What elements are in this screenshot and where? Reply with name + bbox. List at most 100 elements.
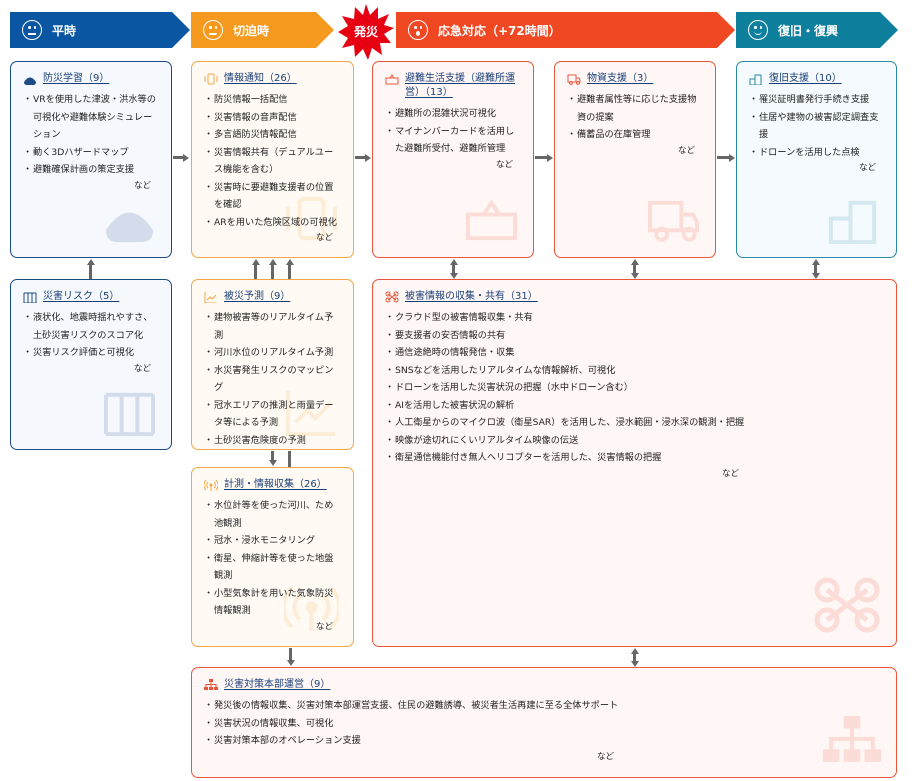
phase-label: 切迫時 <box>233 23 270 38</box>
card-item-list: 液状化、地震時揺れやすさ、土砂災害リスクのスコア化災害リスク評価と可視化 <box>23 309 159 362</box>
list-item: 防災情報一括配信 <box>204 91 341 109</box>
list-item: 土砂災害危険度の予測 <box>204 432 341 450</box>
list-item: 備蓄品の在庫管理 <box>567 126 703 144</box>
list-item: 多言語防災情報配信 <box>204 126 341 144</box>
list-item: 映像が途切れにくいリアルタイム映像の伝送 <box>385 432 884 450</box>
card-item-list: VRを使用した津波・洪水等の可視化や避難体験シミュレーション動く3Dハザードマッ… <box>23 91 159 179</box>
list-item: 災害時に要避難支援者の位置を確認 <box>204 179 341 214</box>
list-item: 要支援者の安否情報の共有 <box>385 327 884 345</box>
list-item: 避難者属性等に応じた支援物資の提案 <box>567 91 703 126</box>
phase-label: 復旧・復興 <box>778 23 839 38</box>
starburst-icon <box>338 4 394 60</box>
card-title-link[interactable]: 災害リスク（5） <box>43 291 120 302</box>
more-label: など <box>858 163 876 173</box>
buildings-icon <box>749 74 762 85</box>
truck-icon <box>567 74 581 85</box>
card-title-link[interactable]: 物資支援（3） <box>587 73 654 84</box>
phase-recovery: 復旧・復興 <box>736 12 880 48</box>
list-item: ARを用いた危険区域の可視化 <box>204 214 341 232</box>
list-item: 冠水・浸水モニタリング <box>204 532 341 550</box>
phase-emergency: 応急対応（+72時間） <box>396 12 717 48</box>
card-damage-prediction: 被災予測（9） 建物被害等のリアルタイム予測河川水位のリアルタイム予測水災害発生リ… <box>191 279 354 450</box>
phase-arrow <box>880 12 898 48</box>
card-item-list: クラウド型の被害情報収集・共有要支援者の安否情報の共有通信途絶時の情報発信・収集… <box>385 309 884 467</box>
more-label: など <box>133 363 151 374</box>
more-label: など <box>721 468 739 479</box>
school-building-icon <box>385 74 399 85</box>
line-chart-icon <box>204 292 217 303</box>
card-hq-operation: 災害対策本部運営（9） 発災後の情報収集、災害対策本部運営支援、住民の避難誘導、被… <box>191 667 897 778</box>
phase-imminent: 切迫時 <box>191 12 316 48</box>
card-title-link[interactable]: 計測・情報収集（26） <box>224 479 327 490</box>
antenna-icon <box>204 479 218 491</box>
list-item: 建物被害等のリアルタイム予測 <box>204 309 341 344</box>
list-item: 災害情報共有（デュアルユース機能を含む） <box>204 144 341 179</box>
list-item: 冠水エリアの推測と雨量データ等による予測 <box>204 397 341 432</box>
list-item: VRを使用した津波・洪水等の可視化や避難体験シミュレーション <box>23 91 159 144</box>
card-title-link[interactable]: 情報通知（26） <box>224 73 297 84</box>
card-recovery-support: 復旧支援（10） 罹災証明書発行手続き支援住居や建物の被害認定調査支援ドローンを活… <box>736 61 897 258</box>
list-item: 液状化、地震時揺れやすさ、土砂災害リスクのスコア化 <box>23 309 159 344</box>
card-title-link[interactable]: 防災学習（9） <box>43 73 110 84</box>
phase-label: 応急対応（+72時間） <box>438 23 561 38</box>
phase-arrow <box>172 12 190 48</box>
more-label: など <box>596 751 614 762</box>
list-item: 発災後の情報収集、災害対策本部運営支援、住民の避難誘導、被災者生活再建に至る全体… <box>204 697 884 715</box>
drone-icon <box>385 291 399 303</box>
card-item-list: 建物被害等のリアルタイム予測河川水位のリアルタイム予測水災害発生リスクのマッピン… <box>204 309 341 450</box>
list-item: 通信途絶時の情報発信・収集 <box>385 344 884 362</box>
card-evacuation-support: 避難生活支援（避難所運営）（13）避難所の混雑状況可視化マイナンバーカードを活用… <box>372 61 534 258</box>
phase-arrow <box>316 12 334 48</box>
card-title-link[interactable]: 復旧支援（10） <box>769 73 842 84</box>
list-item: 災害対策本部のオペレーション支援 <box>204 732 884 750</box>
list-item: 避難確保計画の策定支援 <box>23 161 159 179</box>
card-title-link[interactable]: 被災予測（9） <box>224 291 291 302</box>
list-item: 避難所の混雑状況可視化 <box>385 105 521 123</box>
card-title-link[interactable]: 災害対策本部運営（9） <box>224 679 331 690</box>
phase-label: 発災 <box>353 25 378 39</box>
card-supplies-support: 物資支援（3）避難者属性等に応じた支援物資の提案備蓄品の在庫管理など <box>554 61 716 258</box>
worried-face-icon <box>203 20 223 40</box>
card-item-list: 避難者属性等に応じた支援物資の提案備蓄品の在庫管理 <box>567 91 703 144</box>
list-item: 衛星、伸縮計等を使った地盤観測 <box>204 550 341 585</box>
card-item-list: 水位計等を使った河川、ため池観測冠水・浸水モニタリング衛星、伸縮計等を使った地盤… <box>204 497 341 620</box>
list-item: SNSなどを活用したリアルタイムな情報解析、可視化 <box>385 362 884 380</box>
smile-face-icon <box>748 20 768 40</box>
phase-label: 平時 <box>52 23 77 38</box>
card-item-list: 発災後の情報収集、災害対策本部運営支援、住民の避難誘導、被災者生活再建に至る全体… <box>204 697 884 750</box>
phase-arrow <box>717 12 735 48</box>
more-label: など <box>315 233 333 243</box>
truck-watermark-icon <box>646 191 701 249</box>
more-label: など <box>495 159 513 170</box>
surprised-face-icon <box>408 20 428 40</box>
card-title-link[interactable]: 被害情報の収集・共有（31） <box>405 291 538 302</box>
card-item-list: 防災情報一括配信災害情報の音声配信多言語防災情報配信災害情報共有（デュアルユース… <box>204 91 341 231</box>
list-item: 衛星通信機能付き無人ヘリコプターを活用した、災害情報の把握 <box>385 449 884 467</box>
more-label: など <box>315 621 333 632</box>
org-chart-icon <box>204 679 218 690</box>
list-item: 小型気象計を用いた気象防災情報観測 <box>204 585 341 620</box>
card-measurement: 計測・情報収集（26） 水位計等を使った河川、ため池観測冠水・浸水モニタリング衛星… <box>191 467 354 647</box>
map-icon <box>23 292 37 303</box>
school-building-watermark-icon <box>464 191 519 249</box>
list-item: ドローンを活用した点検 <box>749 144 884 162</box>
card-title-link[interactable]: 避難生活支援（避難所運営）（13） <box>405 73 515 98</box>
card-item-list: 罹災証明書発行手続き支援住居や建物の被害認定調査支援ドローンを活用した点検 <box>749 91 884 161</box>
list-item: 動く3Dハザードマップ <box>23 144 159 162</box>
list-item: クラウド型の被害情報収集・共有 <box>385 309 884 327</box>
list-item: 人工衛星からのマイクロ波（衛星SAR）を活用した、浸水範囲・浸水深の観測・把握 <box>385 414 884 432</box>
buildings-watermark-icon <box>827 191 882 249</box>
vr-headset-watermark-icon <box>102 191 157 249</box>
card-damage-info-sharing: 被害情報の収集・共有（31） クラウド型の被害情報収集・共有要支援者の安否情報の共… <box>372 279 897 647</box>
card-disaster-education: 防災学習（9） VRを使用した津波・洪水等の可視化や避難体験シミュレーション動く3… <box>10 61 172 258</box>
list-item: 水位計等を使った河川、ため池観測 <box>204 497 341 532</box>
list-item: ドローンを活用した災害状況の把握（水中ドローン含む） <box>385 379 884 397</box>
drone-watermark-icon <box>812 575 882 638</box>
disaster-burst: 発災 <box>338 4 394 60</box>
map-watermark-icon <box>102 383 157 441</box>
list-item: 災害リスク評価と可視化 <box>23 344 159 362</box>
list-item: 水災害発生リスクのマッピング <box>204 362 341 397</box>
phase-normal: 平時 <box>10 12 172 48</box>
card-information-notice: 情報通知（26） 防災情報一括配信災害情報の音声配信多言語防災情報配信災害情報共有… <box>191 61 354 258</box>
card-disaster-risk: 災害リスク（5） 液状化、地震時揺れやすさ、土砂災害リスクのスコア化災害リスク評価… <box>10 279 172 450</box>
